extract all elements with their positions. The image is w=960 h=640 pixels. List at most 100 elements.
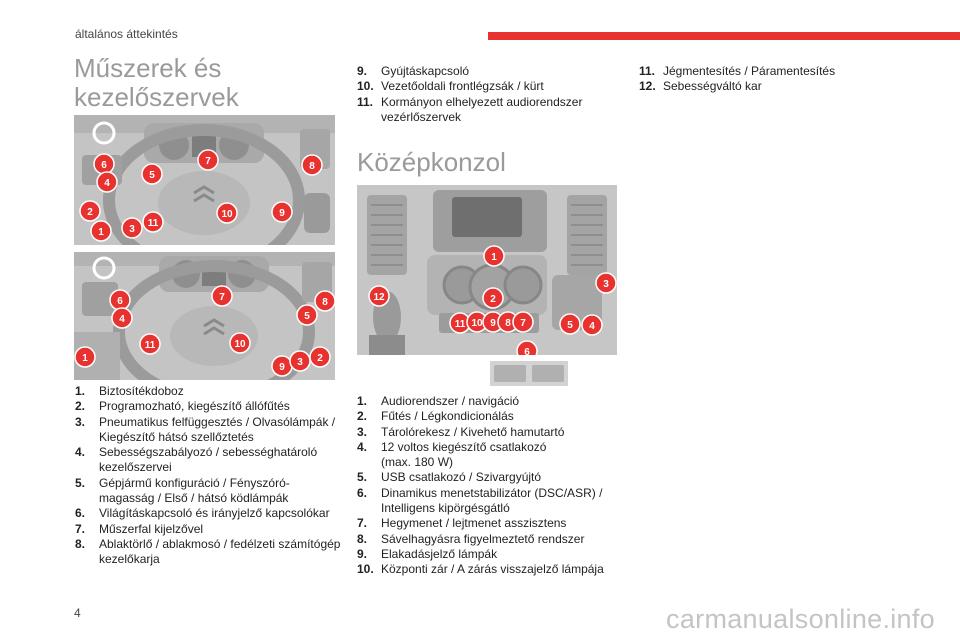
list-item: 1.Biztosítékdoboz (75, 384, 345, 399)
header-accent-bar (488, 32, 960, 40)
list-item: 7. Hegymenet / lejtmenet asszisztens (357, 516, 617, 531)
callout-7: 7 (211, 285, 233, 307)
list-item: 11. Kormányon elhelyezett audiorendszer v… (357, 95, 607, 126)
item-text: Tárolórekesz / Kivehető hamutartó (381, 424, 565, 439)
list-item: 2.Fűtés / Légkondicionálás (357, 409, 617, 424)
center-console-list-part-b: 11.Jégmentesítés / Páramentesítés 12.Seb… (639, 64, 899, 95)
section-title-center-console: Középkonzol (357, 147, 506, 177)
svg-text:12: 12 (373, 292, 385, 303)
callout-1: 1 (483, 245, 505, 267)
svg-text:8: 8 (505, 318, 511, 329)
item-number: 2. (357, 409, 368, 424)
item-number: 3. (75, 414, 86, 429)
item-number: 11. (357, 94, 374, 109)
item-number: 12. (639, 79, 656, 94)
svg-text:8: 8 (309, 161, 315, 172)
switch-inset-left (494, 365, 526, 382)
dashboard-photo-1-callouts: 6 7 8 5 4 2 10 9 3 11 1 (79, 149, 323, 242)
svg-text:10: 10 (234, 339, 246, 350)
item-text: Hegymenet / lejtmenet asszisztens (381, 516, 567, 531)
center-console-list-part-a: 1. Audiorendszer / navigáció 2.Fűtés / Lé… (357, 394, 617, 578)
svg-text:11: 11 (145, 340, 156, 351)
svg-text:5: 5 (304, 311, 310, 322)
item-text: Világításkapcsoló és irányjelző kapcsoló… (99, 506, 330, 521)
list-item: 6. Világításkapcsoló és irányjelző kapcso… (75, 506, 345, 521)
item-text: Biztosítékdoboz (99, 384, 184, 398)
callout-3: 3 (595, 272, 617, 294)
list-item: 7.Műszerfal kijelzővel (75, 522, 345, 537)
item-text: Dinamikus menetstabilizátor (DSC/ASR) / … (381, 485, 603, 516)
item-number: 4. (357, 439, 368, 454)
item-text: Pneumatikus felfüggesztés / Olvasólámpák… (99, 414, 336, 444)
svg-text:3: 3 (129, 224, 135, 235)
list-item: 3.Tárolórekesz / Kivehető hamutartó (357, 425, 617, 440)
svg-text:1: 1 (491, 252, 497, 263)
item-text: Műszerfal kijelzővel (99, 521, 204, 536)
item-text: USB csatlakozó / Szivargyújtó (381, 470, 542, 485)
svg-text:7: 7 (520, 318, 526, 329)
item-text: Sebességváltó kar (663, 79, 762, 94)
list-item: 12. Sebességváltó kar (639, 79, 899, 94)
list-item: 8.Sávelhagyásra figyelmeztető rendszer (357, 532, 617, 547)
header-section-label: általános áttekintés (75, 27, 178, 41)
callout-5: 5 (141, 163, 163, 185)
svg-text:4: 4 (589, 321, 595, 332)
svg-text:6: 6 (524, 347, 530, 355)
callout-3: 3 (289, 350, 311, 372)
item-text: Sávelhagyásra figyelmeztető rendszer (381, 531, 585, 546)
list-item: 10.Központi zár / A zárás visszajelző lá… (357, 562, 617, 577)
callout-12: 12 (368, 285, 390, 307)
item-number: 5. (357, 470, 368, 485)
callout-2: 2 (79, 200, 101, 222)
callout-10: 10 (216, 202, 238, 224)
dashboard-photo-2: 7 6 8 4 5 11 10 1 9 3 2 (74, 252, 335, 380)
center-console-photo: 1 12 3 2 11 10 9 8 7 5 4 6 (357, 185, 617, 355)
item-number: 6. (357, 485, 368, 500)
list-item: 9. Gyújtáskapcsoló (357, 64, 607, 79)
page-number: 4 (74, 606, 81, 620)
callout-6: 6 (93, 153, 115, 175)
list-item: 10.Vezetőoldali frontlégzsák / kürt (357, 79, 607, 94)
item-text: Vezetőoldali frontlégzsák / kürt (381, 79, 544, 94)
svg-text:2: 2 (490, 294, 496, 305)
dashboard-photo-1: 6 7 8 5 4 2 10 9 3 11 1 (74, 115, 335, 245)
callout-11: 11 (142, 211, 164, 233)
title-line-2: kezelőszervek (74, 82, 239, 112)
svg-text:9: 9 (279, 208, 285, 219)
item-number: 8. (75, 536, 86, 551)
item-number: 7. (357, 516, 368, 531)
svg-text:6: 6 (101, 160, 107, 171)
svg-text:6: 6 (117, 296, 123, 307)
callout-8: 8 (314, 290, 335, 312)
item-text: Jégmentesítés / Páramentesítés (663, 64, 836, 78)
item-number: 1. (357, 394, 368, 408)
item-number: 5. (75, 475, 86, 490)
list-item: 8.Ablaktörlő / ablakmosó / fedélzeti szá… (75, 537, 345, 568)
item-text: Gyújtáskapcsoló (381, 64, 470, 78)
svg-text:10: 10 (471, 318, 483, 329)
list-item: 3. Pneumatikus felfüggesztés / Olvasólámp… (75, 415, 345, 446)
item-text: Sebességszabályozó / sebességhatároló ke… (99, 445, 318, 475)
callout-2: 2 (309, 346, 331, 368)
item-text: Kormányon elhelyezett audiorendszer vezé… (381, 94, 583, 124)
list-item: 2.Programozható, kiegészítő állófűtés (75, 399, 345, 414)
list-item: 5. USB csatlakozó / Szivargyújtó (357, 470, 617, 485)
svg-text:1: 1 (82, 353, 88, 364)
item-number: 9. (357, 64, 368, 78)
callout-4: 4 (96, 171, 118, 193)
callout-6: 6 (516, 340, 538, 355)
svg-text:3: 3 (603, 279, 609, 290)
list-item: 4.Sebességszabályozó / sebességhatároló … (75, 445, 345, 476)
svg-text:9: 9 (490, 318, 496, 329)
svg-text:5: 5 (567, 320, 573, 331)
item-text: Audiorendszer / navigáció (381, 394, 520, 408)
svg-text:11: 11 (148, 218, 159, 229)
list-item: 6. Dinamikus menetstabilizátor (DSC/ASR) … (357, 486, 617, 517)
svg-text:7: 7 (205, 156, 211, 167)
item-text: Központi zár / A zárás visszajelző lámpá… (381, 562, 604, 577)
callout-3: 3 (121, 217, 143, 239)
callout-5: 5 (559, 313, 581, 335)
svg-text:8: 8 (322, 297, 328, 308)
item-number: 6. (75, 506, 86, 521)
svg-text:10: 10 (221, 209, 233, 220)
